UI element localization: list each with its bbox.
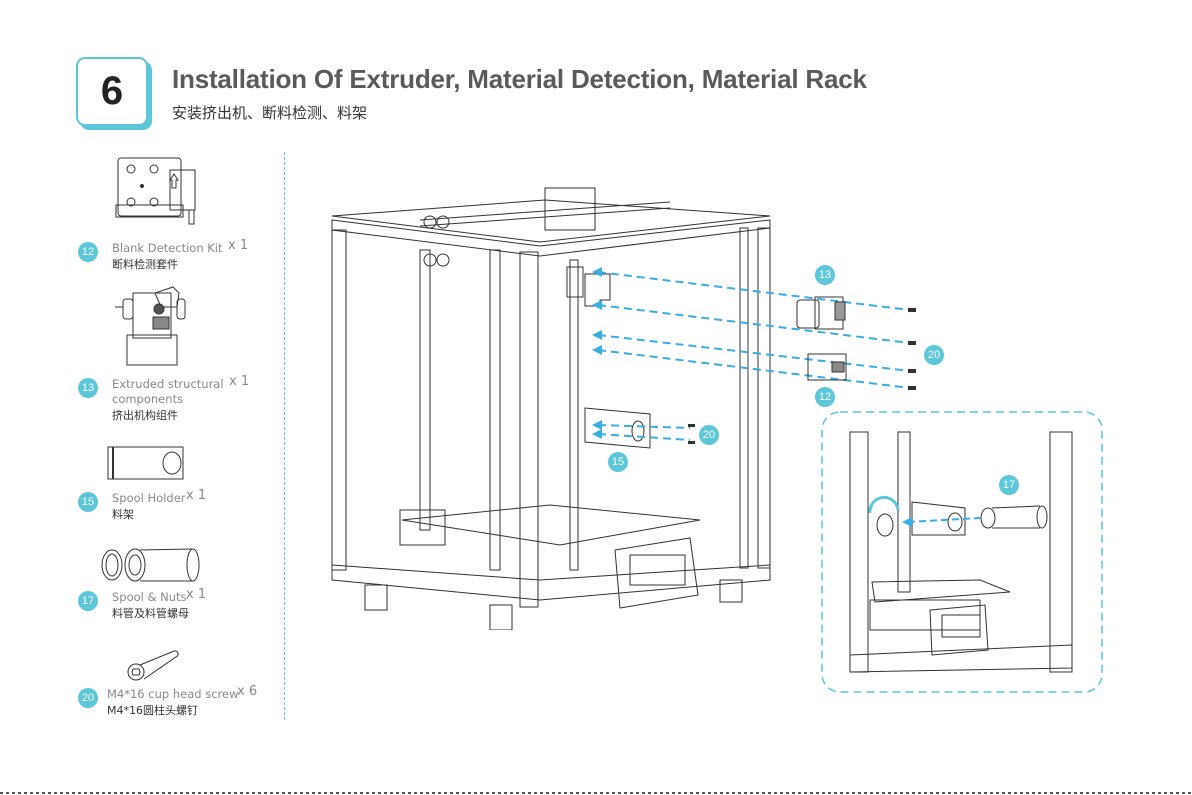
arrow-head (592, 345, 602, 355)
part-name: Spool Holder (112, 491, 186, 505)
step-number: 6 (100, 69, 124, 113)
detection-kit-assembly (807, 353, 847, 381)
part-quantity: x 1 (186, 488, 207, 503)
detection-kit-icon (115, 157, 196, 225)
page-title: Installation Of Extruder, Material Detec… (172, 64, 867, 94)
part-badge: 12 (78, 242, 98, 262)
arrow-head (592, 330, 602, 340)
part-name: Spool & Nuts (112, 590, 187, 604)
callout-badge-20: 20 (924, 345, 944, 365)
part-quantity: x 1 (229, 374, 250, 389)
arrow-head (592, 429, 602, 439)
extruder-assembly (796, 296, 846, 330)
part-name-zh: 料架 (112, 508, 134, 521)
extruder-icon (115, 286, 186, 366)
part-name-zh: 断料检测套件 (112, 258, 178, 271)
part-quantity: x 6 (237, 684, 258, 699)
part-badge: 13 (78, 378, 98, 398)
callout-badge-13: 13 (815, 265, 835, 285)
part-name-line2: components (112, 392, 184, 406)
callout-badge-15: 15 (608, 452, 628, 472)
part-name-zh: 料管及料管螺母 (112, 607, 189, 620)
arrow-head (592, 300, 602, 310)
spool-nuts-icon (101, 548, 200, 582)
spool-holder-icon (107, 446, 184, 480)
screw-icon (127, 650, 179, 681)
part-name-zh: 挤出机构组件 (112, 409, 178, 422)
section-divider (284, 152, 285, 720)
printer-assembly-diagram (331, 187, 771, 630)
arrow-head (592, 420, 602, 430)
callout-badge-12: 12 (815, 387, 835, 407)
arrow-head (592, 267, 602, 277)
detail-inset (821, 411, 1103, 693)
part-name: M4*16 cup head screw (107, 687, 239, 701)
callout-badge-17: 17 (999, 475, 1019, 495)
part-name: Extruded structural (112, 377, 224, 391)
part-badge: 20 (78, 688, 98, 708)
part-badge: 17 (78, 591, 98, 611)
part-badge: 15 (78, 492, 98, 512)
page-bottom-border (0, 792, 1192, 794)
callout-badge-20: 20 (699, 425, 719, 445)
part-name: Blank Detection Kit (112, 241, 223, 255)
part-quantity: x 1 (186, 587, 207, 602)
assembly-arrows (592, 267, 916, 441)
step-number-box: 6 (76, 57, 148, 126)
part-name-zh: M4*16圆柱头螺钉 (107, 704, 198, 717)
part-quantity: x 1 (228, 238, 249, 253)
page-subtitle: 安装挤出机、断料检测、料架 (172, 104, 368, 122)
